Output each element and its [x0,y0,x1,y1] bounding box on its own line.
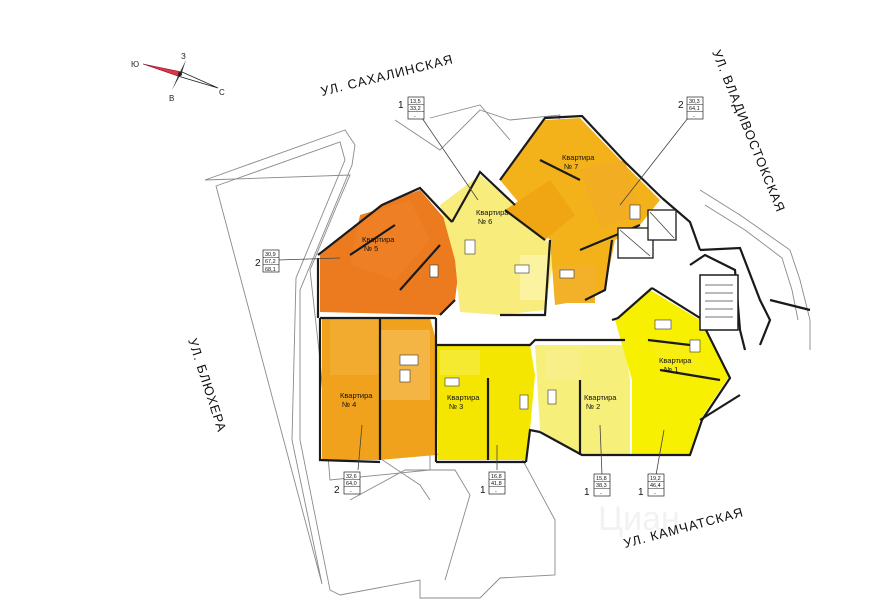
apt-2-label: Квартира [584,393,617,402]
area-tag-apt5: 2 30,9 67,2 68,1 [255,249,280,273]
area-tag-apt6: 1 13,5 33,2 - [398,96,425,120]
area-tag-apt3: 1 16,8 41,8 - [480,471,506,496]
tag-value-2: 67,2 [265,259,276,265]
tag-value-3: - [654,491,656,497]
tag-value-2: 64,1 [689,106,700,112]
apt-2-number: № 2 [586,402,600,411]
area-tag-apt2: 1 15,8 38,3 - [584,473,611,498]
street-sakhalinskaya: УЛ. САХАЛИНСКАЯ [319,51,455,99]
tag-rooms: 2 [334,485,340,496]
tag-value-3: - [600,491,602,497]
tag-value-3: 68,1 [265,267,276,273]
apt-7-number: № 7 [564,162,578,171]
tag-rooms: 2 [255,258,261,269]
compass-east: В [169,94,174,103]
tag-rooms: 1 [398,100,404,111]
compass-west: З [181,52,186,61]
tag-value-2: 33,2 [410,106,421,112]
tag-rooms: 1 [584,487,590,498]
apt-6-label: Квартира [476,208,509,217]
tag-value-3: - [350,489,352,495]
apt-4-number: № 4 [342,400,356,409]
apt-6-number: № 6 [478,217,492,226]
apt-4-label: Квартира [340,391,373,400]
apt-1-number: № 1 [664,365,678,374]
street-blyukhera: УЛ. БЛЮХЕРА [185,336,230,434]
area-tag-apt4: 2 32,6 64,0 - [334,471,361,496]
tag-value-3: - [414,114,416,120]
apt-7-label: Квартира [562,153,595,162]
tag-value-1: 30,3 [689,99,700,105]
compass-south: Ю [131,60,139,69]
tag-value-3: - [693,114,695,120]
tag-rooms: 1 [638,487,644,498]
tag-value-1: 19,2 [650,476,661,482]
watermark: Циан [598,500,680,538]
area-tags: 1 13,5 33,2 - 2 30,3 64,1 - 2 30,9 67,2 … [255,96,704,498]
street-vladivostokskaya: УЛ. ВЛАДИВОСТОКСКАЯ [709,48,788,215]
tag-rooms: 2 [678,100,684,111]
apt-5-label: Квартира [362,235,395,244]
walls [316,114,811,464]
area-tag-apt1: 1 19,2 46,4 - [638,473,665,498]
compass-rose: Ю С З В [131,52,225,103]
apt-3-label: Квартира [447,393,480,402]
apt-5-number: № 5 [364,244,378,253]
tag-value-1: 30,9 [265,252,276,258]
tag-value-3: - [495,489,497,495]
apt-3-number: № 3 [449,402,463,411]
tag-value-2: 38,3 [596,483,607,489]
bathroom-fixtures [399,204,701,410]
tag-value-2: 64,0 [346,481,357,487]
stair-core [617,209,739,331]
tag-value-1: 32,6 [346,474,357,480]
tag-value-1: 15,8 [596,476,607,482]
tag-value-2: 46,4 [650,483,661,489]
tag-rooms: 1 [480,485,486,496]
apt-1-label: Квартира [659,356,692,365]
tag-value-1: 13,5 [410,99,421,105]
area-tag-apt7: 2 30,3 64,1 - [678,96,704,120]
apartment-labels: Квартира № 1 Квартира № 2 Квартира № 3 К… [340,153,692,411]
compass-north: С [219,88,225,97]
tag-value-2: 41,8 [491,481,502,487]
tag-value-1: 16,8 [491,474,502,480]
leader-lines [277,117,689,476]
